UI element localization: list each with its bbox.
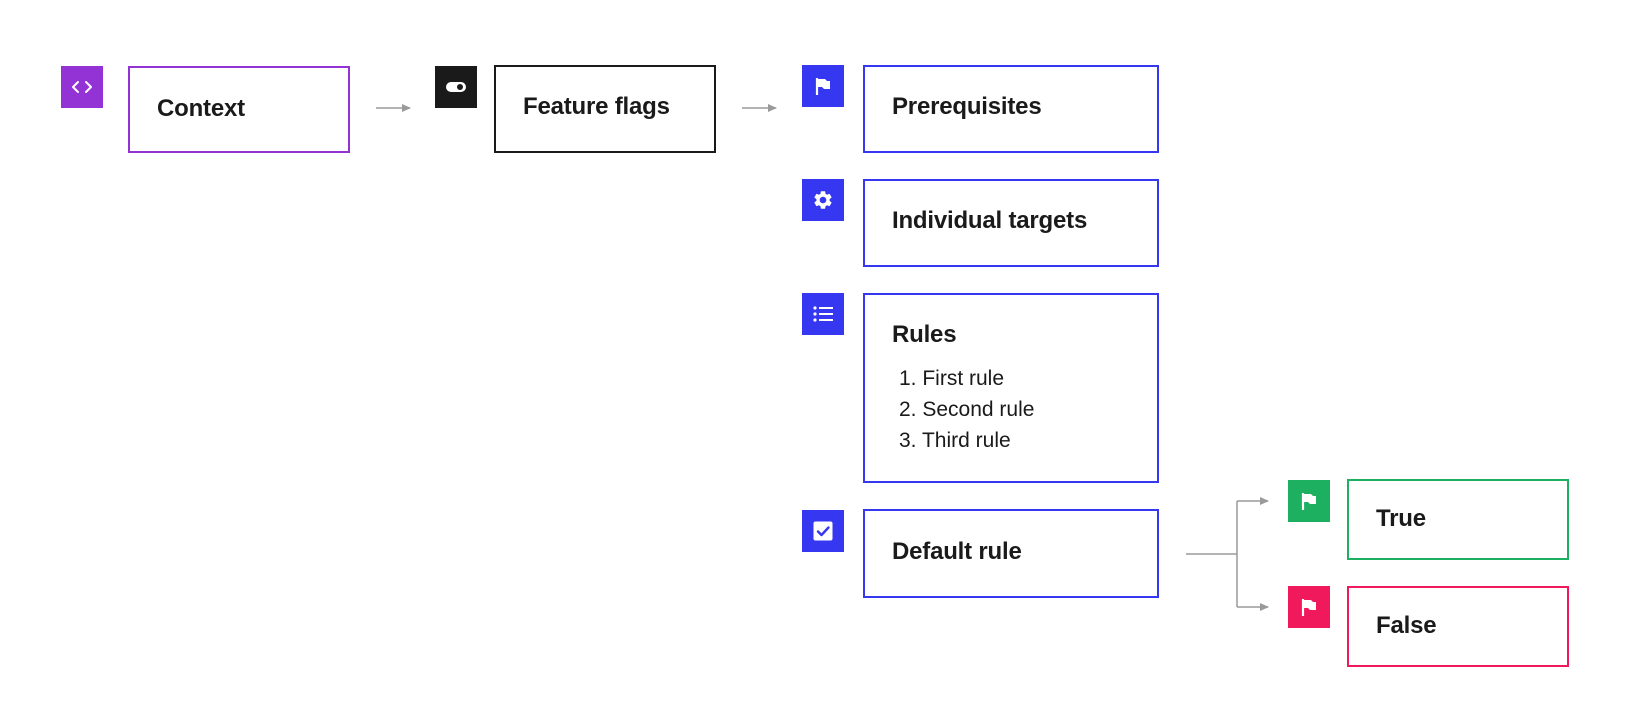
rule-item: 1. First rule xyxy=(899,367,1005,390)
prerequisites-node: Prerequisites xyxy=(863,65,1159,153)
list-icon xyxy=(802,293,844,335)
rules-label: Rules xyxy=(892,321,957,348)
checkbox-icon xyxy=(802,510,844,552)
branch-default-to-results xyxy=(1186,501,1238,607)
default-rule-node: Default rule xyxy=(863,509,1159,598)
false-node: False xyxy=(1347,586,1569,667)
true-node: True xyxy=(1347,479,1569,560)
flag-icon xyxy=(1288,480,1330,522)
rules-node: Rules 1. First rule 2. Second rule 3. Th… xyxy=(863,293,1159,483)
default-rule-label: Default rule xyxy=(892,538,1022,565)
context-node: Context xyxy=(128,66,350,153)
feature-flags-label: Feature flags xyxy=(523,93,670,120)
flag-icon xyxy=(1288,586,1330,628)
rules-list: 1. First rule 2. Second rule 3. Third ru… xyxy=(899,363,1034,456)
prerequisites-label: Prerequisites xyxy=(892,93,1042,120)
rule-item: 3. Third rule xyxy=(899,429,1011,452)
individual-targets-node: Individual targets xyxy=(863,179,1159,267)
code-brackets-icon xyxy=(61,66,103,108)
gear-icon xyxy=(802,179,844,221)
individual-targets-label: Individual targets xyxy=(892,207,1088,234)
context-label: Context xyxy=(157,95,245,122)
false-label: False xyxy=(1376,612,1437,639)
flag-icon xyxy=(802,65,844,107)
toggle-icon xyxy=(435,66,477,108)
rule-item: 2. Second rule xyxy=(899,398,1035,421)
feature-flags-node: Feature flags xyxy=(494,65,716,153)
true-label: True xyxy=(1376,505,1426,532)
